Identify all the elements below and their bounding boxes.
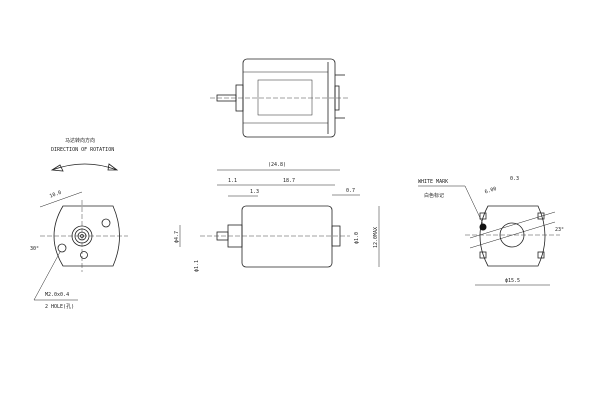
dim-shaft-dia2: ϕ1.1 <box>194 260 200 272</box>
dim-shaft-dia: ϕ4.7 <box>174 231 180 243</box>
dim-shaft: 1.1 <box>228 178 237 184</box>
dim-b: 0.3 <box>510 176 519 182</box>
dim-bearing: ϕ1.0 <box>354 232 360 244</box>
rear-view: WHITE MARK 白色标记 6.00 0.3 23° ϕ15.5 <box>418 176 564 286</box>
dim-terminal: 0.7 <box>346 188 355 194</box>
thread-spec: M2.0x0.4 <box>45 292 69 298</box>
white-mark-cn: 白色标记 <box>424 192 444 199</box>
dim-angle: 30° <box>30 246 39 252</box>
dim-overall: (24.8) <box>268 162 286 168</box>
white-mark-dot <box>479 223 487 231</box>
side-view: (24.8) 1.1 18.7 1.3 0.7 ϕ4.7 ϕ1.1 ϕ1.0 1… <box>174 162 380 272</box>
front-view: 马达转向方向 DIRECTION OF ROTATION 10.0 30° M2… <box>30 137 128 310</box>
dim-angle-rear: 23° <box>555 227 564 233</box>
dim-a: 6.00 <box>484 186 497 195</box>
top-view <box>210 58 350 138</box>
dim-height: 12.0MAX <box>373 227 379 248</box>
rotation-arrow-icon <box>50 163 119 172</box>
dim-hole-spacing: 10.0 <box>49 190 62 200</box>
dim-boss: 1.3 <box>250 189 259 195</box>
dim-width: ϕ15.5 <box>505 278 520 284</box>
dim-body: 18.7 <box>283 178 295 184</box>
hole-note: 2 HOLE(孔) <box>45 303 74 310</box>
rotation-label-cn: 马达转向方向 <box>65 137 95 144</box>
rotation-label-en: DIRECTION OF ROTATION <box>51 147 114 153</box>
white-mark-en: WHITE MARK <box>418 179 448 185</box>
